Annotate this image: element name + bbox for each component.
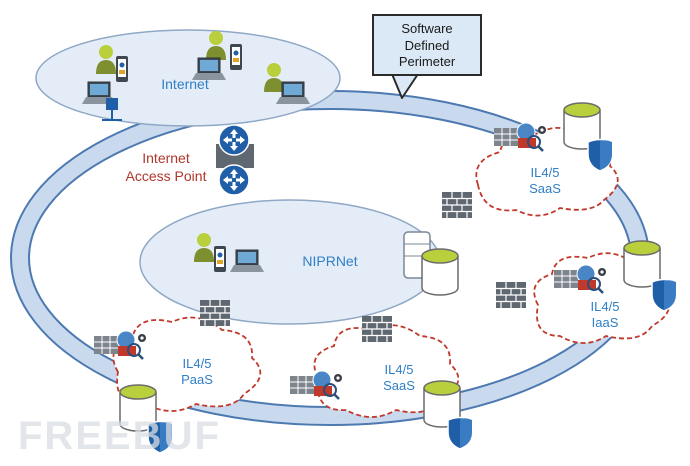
cloud-label-saas-top: IL4/5 SaaS [520, 165, 570, 196]
sdp-callout-text: Software Defined Perimeter [398, 21, 456, 70]
network-node-icon [102, 98, 122, 121]
access-point-label-line2: Access Point [125, 167, 207, 184]
database-icon [421, 248, 459, 296]
access-point-routers [216, 124, 254, 196]
cloud-label-type: IaaS [591, 314, 619, 330]
cloud-label-type: SaaS [383, 377, 415, 393]
internet-label: Internet [161, 76, 209, 92]
watermark: FREEBUF [18, 414, 221, 458]
cloud-label-level: IL4/5 [590, 299, 620, 314]
niprnet-label: NIPRNet [302, 253, 358, 269]
firewall-icon [361, 315, 393, 343]
niprnet-devices [194, 231, 459, 296]
firewall-icon [441, 191, 473, 219]
cloud-label-type: SaaS [529, 180, 561, 196]
cloud-label-level: IL4/5 [530, 165, 560, 180]
firewall-icon [199, 299, 231, 327]
phone-icon [214, 246, 226, 272]
cloud-label-type: PaaS [181, 371, 213, 387]
access-point-label-line1: Internet [142, 150, 190, 166]
cloud-label-saas-bottom: IL4/5 SaaS [374, 362, 424, 393]
sdp-callout: Software Defined Perimeter [372, 14, 482, 76]
phone-icon [116, 56, 128, 82]
internet-devices [81, 31, 311, 121]
firewall-icon [495, 281, 527, 309]
phone-icon [230, 44, 242, 70]
router-icon [218, 164, 250, 196]
cloud-saas-bottom [313, 324, 460, 418]
router-icon [218, 124, 250, 156]
cloud-label-level: IL4/5 [384, 362, 414, 377]
cloud-label-iaas: IL4/5 IaaS [580, 299, 630, 330]
access-point-label: Internet Access Point [116, 150, 216, 185]
cloud-label-level: IL4/5 [182, 356, 212, 371]
database-icon [623, 240, 661, 288]
cloud-label-paas: IL4/5 PaaS [172, 356, 222, 387]
shield-icon [447, 416, 473, 450]
